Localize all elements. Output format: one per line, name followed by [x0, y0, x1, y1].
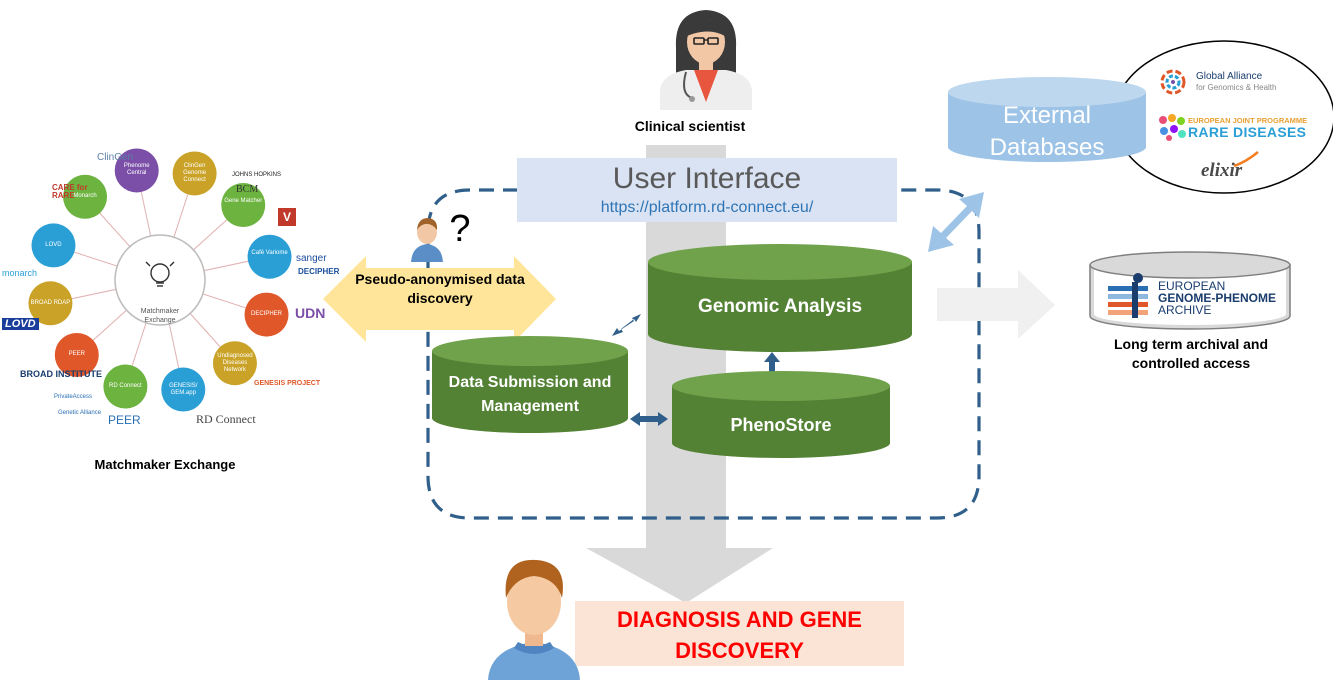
diagnosis-box: DIAGNOSIS AND GENE DISCOVERY [575, 601, 904, 666]
matchmaker-node-label: ClinGen Genome Connect [183, 162, 207, 183]
matchmaker-node [31, 223, 76, 268]
matchmaker-node [114, 148, 159, 193]
diagnosis-line2: DISCOVERY [675, 638, 804, 663]
ejprd-line2: RARE DISEASES [1188, 124, 1307, 140]
patient-icon [488, 559, 580, 680]
main-flow-arrow [586, 145, 773, 603]
matchmaker-node [244, 292, 289, 337]
matchmaker-node-label: Phenome Central [123, 163, 150, 177]
matchmaker-node-label: RD Connect [109, 383, 142, 390]
matchmaker-node-label: LOVD [45, 241, 62, 248]
genesis-logo: GENESIS PROJECT [254, 380, 321, 387]
johns-hopkins-logo: JOHNS HOPKINS [232, 172, 282, 178]
elixir-logo: elixir [1201, 160, 1243, 181]
lightbulb-icon [145, 261, 175, 287]
external-databases-label: External Databases [989, 102, 1105, 161]
genomic-analysis-label: Genomic Analysis [697, 296, 863, 317]
data-submission-label: Data Submission and Management [448, 374, 612, 415]
user-interface-title: User Interface [612, 162, 802, 195]
clinical-scientist-icon [660, 10, 752, 110]
lovd-logo: LOVD [2, 318, 39, 330]
ga4gh-line1: Global Alliance [1196, 71, 1263, 82]
cafe-variome-logo-icon: V [278, 208, 296, 226]
user-question-icon [411, 218, 443, 262]
ejprd-logo-icon [1159, 114, 1186, 141]
matchmaker-hub-label: Matchmaker Exchange [140, 308, 180, 324]
broad-logo: BROAD INSTITUTE [20, 369, 102, 379]
ga4gh-logo-icon [1160, 69, 1186, 95]
matchmaker-node-label: Undiagnosed Diseases Network [217, 352, 253, 373]
care-for-rare-logo: CARE for RARE [52, 183, 88, 200]
diagnosis-line1: DIAGNOSIS AND GENE [617, 607, 862, 632]
user-interface-url[interactable]: https://platform.rd-connect.eu/ [600, 199, 814, 216]
rd-connect-logo: RD Connect [196, 412, 256, 426]
phenostore-cylinder [672, 371, 890, 458]
ega-line2: GENOME-PHENOME [1158, 291, 1277, 305]
sanger-logo: sanger [296, 253, 327, 264]
matchmaker-node [54, 332, 99, 377]
matchmaker-node-label: DECIPHER [251, 311, 283, 318]
user-interface-box[interactable]: User Interface https://platform.rd-conne… [517, 158, 897, 222]
matchmaker-node [172, 151, 217, 196]
matchmaker-node-label: PEER [68, 351, 85, 358]
clinical-scientist-label: Clinical scientist [634, 118, 746, 134]
udn-logo: UDN [295, 305, 326, 321]
ejprd-line1: EUROPEAN JOINT PROGRAMME [1188, 116, 1308, 125]
elixir-swoosh-icon [1233, 151, 1259, 168]
pseudo-double-arrow [323, 256, 556, 342]
matchmaker-node-label: BROAD RDAP [30, 299, 71, 306]
genetic-alliance-logo: Genetic Alliance [58, 410, 102, 416]
bcm-logo: BCM [236, 184, 259, 195]
matchmaker-node [221, 183, 266, 228]
phenostore-label: PhenoStore [730, 415, 832, 435]
matchmaker-node [28, 281, 73, 326]
ga4gh-line2: for Genomics & Health [1196, 83, 1277, 92]
genomic-analysis-cylinder [648, 244, 912, 352]
matchmaker-node [103, 364, 148, 409]
ega-line1: EUROPEAN [1158, 279, 1226, 293]
matchmaker-node-label: Monarch [73, 193, 97, 200]
clingen-logo: ClinGen [97, 152, 134, 163]
matchmaker-caption: Matchmaker Exchange [94, 457, 236, 472]
matchmaker-node [161, 367, 206, 412]
ega-caption: Long term archival and controlled access [1113, 336, 1269, 371]
matchmaker-node [247, 234, 292, 279]
data-submission-cylinder [432, 336, 628, 433]
ega-logo-icon [1108, 273, 1148, 318]
private-access-logo: PrivateAccess [54, 394, 93, 400]
matchmaker-hub [114, 234, 206, 326]
matchmaker-node-label: Gene Matcher [224, 198, 263, 205]
external-double-arrow [928, 192, 984, 252]
matchmaker-network [28, 148, 292, 412]
matchmaker-node-label: Café Variome [251, 249, 288, 256]
matchmaker-node [63, 174, 108, 219]
matchmaker-node [212, 341, 257, 386]
matchmaker-node-label: GENESIS/ GEM.app [169, 382, 198, 396]
decipher-logo: DECIPHER [298, 267, 340, 276]
peer-logo: PEER [108, 413, 141, 427]
ega-line3: ARCHIVE [1158, 303, 1212, 317]
pseudo-arrow-label: Pseudo-anonymised data discovery [355, 271, 525, 306]
external-databases-cylinder [948, 77, 1146, 162]
ega-arrow [937, 270, 1055, 339]
monarch-logo: monarch [2, 268, 38, 278]
question-mark: ? [449, 208, 471, 250]
